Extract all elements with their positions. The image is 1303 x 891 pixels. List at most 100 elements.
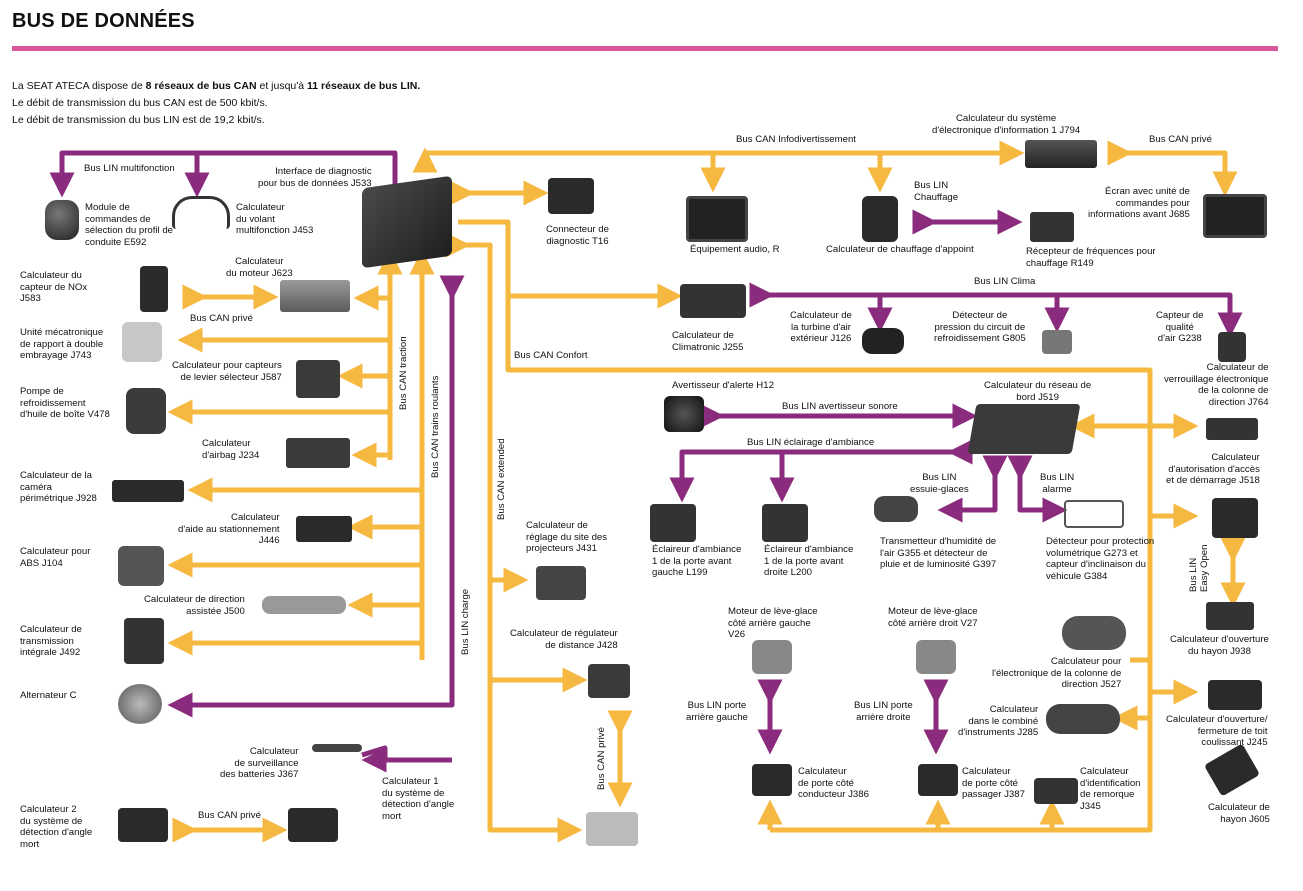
j387-device [918,764,958,796]
detect1-device [288,808,338,842]
j685-device [1203,194,1267,238]
label-j245: Calculateur d'ouverture/ fermeture de to… [1166,714,1268,748]
label-j743: Unité mécatronique de rapport à double e… [20,327,104,361]
bus-lin-essuie: Bus LIN essuie-glaces [910,472,969,495]
j794-device [1025,140,1097,168]
label-l200: Éclaireur d'ambiance 1 de la porte avant… [764,544,854,578]
bus-can-prive-bottom: Bus CAN privé [198,810,261,821]
label-j386: Calculateur de porte côté conducteur J38… [798,766,869,800]
bus-can-prive-top: Bus CAN privé [1149,134,1212,145]
h12-device [664,396,704,432]
j587-device [296,360,340,398]
g273-device [1064,500,1124,528]
label-j104: Calculateur pour ABS J104 [20,546,91,569]
label-j500: Calculateur de direction assistée J500 [144,594,245,617]
v26-device [752,640,792,674]
l200-device [762,504,808,542]
label-j518: Calculateur d'autorisation d'accès et de… [1166,452,1260,486]
label-e592: Module de commandes de sélection du prof… [85,202,173,248]
knob-e592-device [45,200,79,240]
g805-device [1042,330,1072,354]
label-j126: Calculateur de la turbine d'air extérieu… [790,310,852,344]
l199-device [650,504,696,542]
j938-device [1206,602,1254,630]
bus-can-traction: Bus CAN traction [398,336,409,410]
label-j446: Calculateur d'aide au stationnement J446 [178,512,280,546]
intro-line-3: Le débit de transmission du bus LIN est … [12,114,265,126]
label-v27: Moteur de lève-glace côté arrière droit … [888,606,978,629]
label-v478: Pompe de refroidissement d'huile de boît… [20,386,110,420]
label-j367: Calculateur de surveillance des batterie… [220,746,299,780]
label-detect2: Calculateur 2 du système de détection d'… [20,804,93,850]
page-title: BUS DE DONNÉES [12,10,195,32]
j245-device [1208,680,1262,710]
heater-device [862,196,898,242]
connector-t16-device [548,178,594,214]
label-j533: Interface de diagnostic pour bus de donn… [258,166,372,189]
j527-device [1062,616,1126,650]
label-r149: Récepteur de fréquences pour chauffage R… [1026,246,1156,269]
bus-lin-alarme: Bus LIN alarme [1040,472,1075,495]
alternator-device [118,684,162,724]
label-j431: Calculateur de réglage du site des proje… [526,520,608,554]
bus-can-info: Bus CAN Infodivertissement [736,134,856,145]
j518-device [1212,498,1258,538]
j500-device [262,596,346,614]
j126-device [862,328,904,354]
v478-device [126,388,166,434]
j345-device [1034,778,1078,804]
intro-line-2: Le débit de transmission du bus CAN est … [12,97,268,109]
bus-can-extended: Bus CAN extended [496,438,507,520]
j446-device [296,516,352,542]
bus-lin-eclairage: Bus LIN éclairage d'ambiance [747,437,875,448]
label-detect1: Calculateur 1 du système de détection d'… [382,776,455,822]
bus-can-prive-distance: Bus CAN privé [596,727,607,790]
j928-device [112,480,184,502]
j623-device [280,280,350,312]
label-j605: Calculateur de hayon J605 [1208,802,1270,825]
j104-device [118,546,164,586]
intro-line-1: La SEAT ATECA dispose de 8 réseaux de bu… [12,80,421,92]
bus-lin-chauffage: Bus LIN Chauffage [914,180,959,203]
j492-device [124,618,164,664]
label-j255: Calculateur de Climatronic J255 [672,330,744,353]
label-t16: Connecteur de diagnostic T16 [546,224,609,247]
label-h12: Avertisseur d'alerte H12 [672,380,774,391]
label-j623: Calculateur du moteur J623 [226,256,293,279]
j583-device [140,266,168,312]
r149-device [1030,212,1074,242]
j519-device [967,404,1081,454]
v27-device [916,640,956,674]
label-g355: Transmetteur d'humidité de l'air G355 et… [880,536,997,570]
label-j928: Calculateur de la caméra périmétrique J9… [20,470,97,504]
label-j938: Calculateur d'ouverture du hayon J938 [1170,634,1269,657]
label-g805: Détecteur de pression du circuit de refr… [934,310,1026,344]
bus-lin-charge: Bus LIN charge [460,588,471,655]
label-g238: Capteur de qualité d'air G238 [1156,310,1204,344]
label-j583: Calculateur du capteur de NOx J583 [20,270,88,304]
label-j453: Calculateur du volant multifonction J453 [236,202,314,236]
j367-device [312,744,362,752]
audio-device [686,196,748,242]
label-j794: Calculateur du système d'électronique d'… [932,113,1081,136]
label-j519: Calculateur du réseau de bord J519 [984,380,1092,403]
label-j685: Écran avec unité de commandes pour infor… [1088,186,1190,220]
label-j234: Calculateur d'airbag J234 [202,438,260,461]
label-j387: Calculateur de porte côté passager J387 [962,766,1025,800]
label-j764: Calculateur de verrouillage électronique… [1164,362,1269,408]
j285-device [1046,704,1120,734]
bus-can-confort: Bus CAN Confort [514,350,588,361]
label-j345: Calculateur d'identification de remorque… [1080,766,1141,812]
j743-device [122,322,162,362]
label-audio: Équipement audio, R [690,244,780,255]
label-l199: Éclaireur d'ambiance 1 de la porte avant… [652,544,742,578]
label-alternateur: Alternateur C [20,690,77,701]
bus-lin-porte-d: Bus LIN porte arrière droite [854,700,913,723]
bottom-can-device [586,812,638,846]
g355-device [874,496,918,522]
label-g273: Détecteur pour protection volumétrique G… [1046,536,1155,582]
intro-text: La SEAT ATECA dispose de 8 réseaux de bu… [12,78,420,129]
label-j527: Calculateur pour l'électronique de la co… [992,656,1122,690]
label-j587: Calculateur pour capteurs de levier séle… [172,360,282,383]
